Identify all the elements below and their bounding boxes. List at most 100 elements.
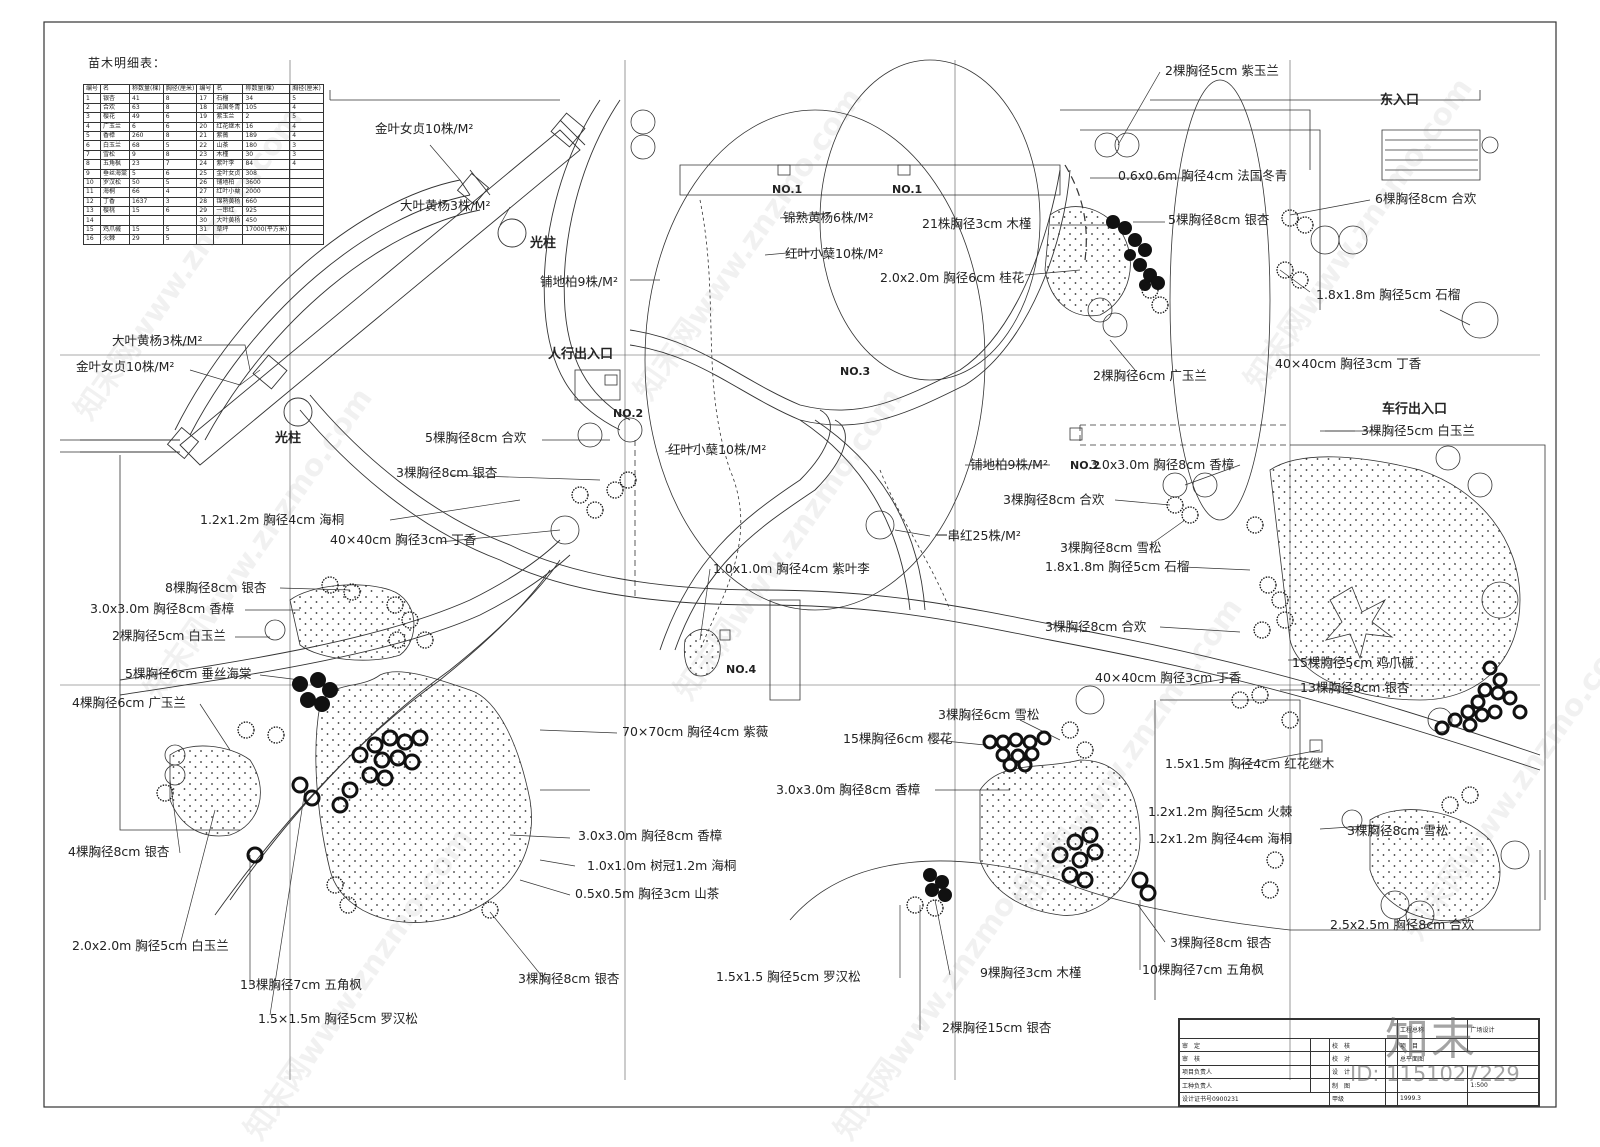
table-cell: 山茶 <box>213 140 244 151</box>
planting-annotation: 15棵胸径6cm 樱花 <box>843 731 953 746</box>
table-cell: 广玉兰 <box>100 121 131 132</box>
table-cell: 1 <box>82 93 102 104</box>
planting-annotation: 8棵胸径8cm 银杏 <box>165 580 267 595</box>
table-cell: 29 <box>129 234 164 245</box>
planting-annotation: 13棵胸径7cm 五角枫 <box>240 977 362 992</box>
light-pillar-label: 光柱 <box>530 236 557 251</box>
project-lead-label: 项目负责人 <box>1178 1064 1312 1080</box>
table-cell: 6 <box>162 112 198 123</box>
table-cell: 3 <box>289 149 324 161</box>
table-cell: 27 <box>196 187 215 198</box>
table-cell: 木槿 <box>213 149 244 161</box>
table-cell: 4 <box>289 130 324 142</box>
table-cell: 84 <box>242 159 291 170</box>
shrub-bed <box>289 584 415 661</box>
planting-annotation: 2棵胸径5cm 紫玉兰 <box>1165 63 1279 78</box>
planting-annotation: 40×40cm 胸径3cm 丁香 <box>330 532 477 547</box>
table-header-row: 编号名称数量(棵)胸径(厘米)编号名称数量(棵)胸径(厘米) <box>82 83 324 95</box>
planting-annotation: 3棵胸径8cm 雪松 <box>1060 540 1162 555</box>
table-cell: 13 <box>82 206 102 217</box>
table-cell: 68 <box>129 140 164 151</box>
planting-annotation: 锦熟黄杨6株/M² <box>783 210 874 225</box>
table-cell: 925 <box>242 206 291 217</box>
table-cell: 海桐 <box>100 187 131 198</box>
east-entrance-label: 东入口 <box>1380 93 1420 108</box>
structure-no-label: NO.2 <box>613 407 644 420</box>
table-cell: 12 <box>82 196 102 208</box>
planting-annotation: 3棵胸径8cm 银杏 <box>396 465 498 480</box>
planting-annotation: 铺地柏9株/M² <box>970 457 1048 472</box>
table-cell <box>129 215 164 226</box>
table-cell: 14 <box>82 215 102 226</box>
planting-annotation: 2棵胸径5cm 白玉兰 <box>112 628 226 643</box>
table-cell <box>289 196 324 208</box>
hedge <box>699 199 742 651</box>
table-cell: 称数量(棵) <box>242 83 291 95</box>
planting-annotation: 3棵胸径8cm 银杏 <box>1170 935 1272 950</box>
table-cell: 五角枫 <box>100 159 131 170</box>
planting-annotation: 3.0x3.0m 胸径8cm 香樟 <box>1090 457 1235 472</box>
planting-annotation: 5棵胸径8cm 合欢 <box>425 430 527 445</box>
table-cell <box>289 187 324 198</box>
table-cell: 34 <box>242 93 291 104</box>
planting-annotation: 3.0x3.0m 胸径8cm 香樟 <box>578 828 723 843</box>
table-cell: 50 <box>129 177 164 189</box>
structure-marker <box>897 164 911 176</box>
table-cell: 丁香 <box>100 196 131 208</box>
table-cell: 锦熟黄杨 <box>213 196 244 208</box>
planting-annotation: 2.5x2.5m 胸径8cm 合欢 <box>1330 917 1475 932</box>
table-cell: 26 <box>196 177 215 189</box>
table-cell: 白玉兰 <box>100 140 131 151</box>
planting-annotation: 1.8x1.8m 胸径5cm 石榴 <box>1045 559 1190 574</box>
phase-label: 甲级 <box>1328 1091 1386 1107</box>
planting-annotation: 21株胸径3cm 木槿 <box>922 216 1032 231</box>
table-cell: 15 <box>82 224 102 236</box>
planting-annotation: 5棵胸径6cm 垂丝海棠 <box>125 666 252 681</box>
planting-annotation: 1.2x1.2m 胸径4cm 海桐 <box>200 512 345 527</box>
table-cell: 2 <box>82 102 102 114</box>
table-cell: 20 <box>196 121 215 132</box>
table-cell: 16 <box>242 121 291 132</box>
planting-annotation: 1.2x1.2m 胸径5cm 火棘 <box>1148 804 1293 819</box>
table-cell: 5 <box>82 130 102 142</box>
table-cell: 3 <box>162 196 198 208</box>
table-cell: 紫玉兰 <box>213 112 244 123</box>
table-cell: 雪松 <box>100 149 131 161</box>
table-cell: 15 <box>129 224 164 236</box>
check-label: 审 核 <box>1178 1051 1312 1066</box>
planting-annotation: 1.0x1.0m 树冠1.2m 海桐 <box>587 858 737 873</box>
table-cell: 5 <box>162 234 198 245</box>
table-cell: 63 <box>129 102 164 114</box>
shrub-bed <box>1269 456 1521 701</box>
table-cell: 10 <box>82 177 102 189</box>
table-cell: 31 <box>196 224 215 236</box>
planting-annotation: 3棵胸径8cm 雪松 <box>1347 823 1449 838</box>
vehicle-entrance-label: 车行出入口 <box>1382 402 1448 417</box>
planting-annotation: 3.0x3.0m 胸径8cm 香樟 <box>90 601 235 616</box>
planting-annotation: 1.0x1.0m 胸径4cm 紫叶李 <box>713 561 870 576</box>
table-cell: 17000(平方米) <box>242 224 291 236</box>
table-cell: 8 <box>162 130 198 142</box>
planting-annotation: 40×40cm 胸径3cm 丁香 <box>1275 356 1422 371</box>
table-cell: 4 <box>289 121 324 132</box>
planting-annotation: 1.5×1.5m 胸径5cm 罗汉松 <box>258 1011 418 1026</box>
structure-marker <box>1069 427 1083 441</box>
pergola <box>166 112 586 466</box>
seedling-table-title: 苗木明细表： <box>88 56 167 70</box>
structure-no-label: NO.4 <box>726 663 757 676</box>
shrub-bed <box>1044 206 1131 317</box>
table-cell: 紫叶李 <box>213 159 244 170</box>
table-cell: 5 <box>162 224 198 236</box>
table-cell: 红叶小蘖 <box>213 187 244 198</box>
table-cell: 4 <box>289 102 324 114</box>
structure-marker <box>1309 739 1323 753</box>
planting-annotation: 2.0x2.0m 胸径5cm 白玉兰 <box>72 938 229 953</box>
table-cell: 8 <box>162 149 198 161</box>
lawn-ellipse <box>644 109 986 611</box>
